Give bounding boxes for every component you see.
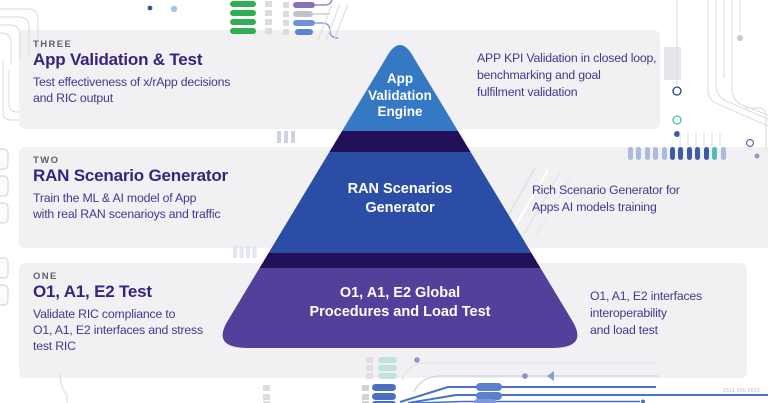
note-line: O1, A1, E2 interfaces bbox=[590, 289, 703, 303]
note-line: APP KPI Validation in closed loop, bbox=[477, 51, 657, 65]
stage-one-note: O1, A1, E2 interfaces interoperability a… bbox=[590, 288, 702, 339]
tier-line: RAN Scenarios bbox=[347, 181, 453, 197]
desc-line: Train the ML & AI model of App bbox=[33, 191, 197, 205]
note-line: benchmarking and goal bbox=[477, 68, 601, 82]
tier-line: Engine bbox=[377, 104, 423, 119]
stage-two-number: TWO bbox=[33, 155, 60, 166]
pyramid-tier-top-label: App Validation Engine bbox=[330, 71, 470, 121]
desc-line: and RIC output bbox=[33, 91, 113, 105]
note-line: fulfilment validation bbox=[477, 85, 578, 99]
desc-line: Test effectiveness of x/rApp decisions bbox=[33, 75, 231, 89]
stage-two-title: RAN Scenario Generator bbox=[33, 166, 228, 185]
document-code: 1511 900 0623 bbox=[723, 388, 760, 394]
stage-two-description: Train the ML & AI model of App with real… bbox=[33, 190, 221, 222]
tier-line: Generator bbox=[365, 200, 435, 216]
stage-three-description: Test effectiveness of x/rApp decisions a… bbox=[33, 74, 230, 106]
pyramid-tier-middle-label: RAN Scenarios Generator bbox=[310, 180, 490, 218]
stage-one-description: Validate RIC compliance to O1, A1, E2 in… bbox=[33, 306, 203, 354]
desc-line: with real RAN scenarioys and traffic bbox=[33, 207, 221, 221]
tier-line: Validation bbox=[368, 87, 432, 103]
desc-line: O1, A1, E2 interfaces and stress bbox=[33, 323, 203, 337]
note-line: interoperability bbox=[590, 306, 667, 320]
pyramid-tier-bottom-label: O1, A1, E2 Global Procedures and Load Te… bbox=[290, 284, 510, 322]
tier-line: App bbox=[386, 71, 414, 86]
tier-line: O1, A1, E2 Global bbox=[339, 285, 461, 301]
desc-line: test RIC bbox=[33, 339, 76, 353]
desc-line: Validate RIC compliance to bbox=[33, 307, 176, 321]
stage-three-number: THREE bbox=[33, 39, 73, 50]
stage-two-note: Rich Scenario Generator for Apps AI mode… bbox=[532, 182, 680, 216]
note-line: and load test bbox=[590, 323, 658, 337]
tier-line: Procedures and Load Test bbox=[309, 304, 491, 320]
stage-one-title: O1, A1, E2 Test bbox=[33, 282, 152, 301]
note-line: Rich Scenario Generator for bbox=[532, 183, 680, 197]
stage-three-note: APP KPI Validation in closed loop, bench… bbox=[477, 50, 657, 101]
stage-one-number: ONE bbox=[33, 271, 58, 282]
note-line: Apps AI models training bbox=[532, 200, 657, 214]
stage-three-title: App Validation & Test bbox=[33, 50, 203, 69]
